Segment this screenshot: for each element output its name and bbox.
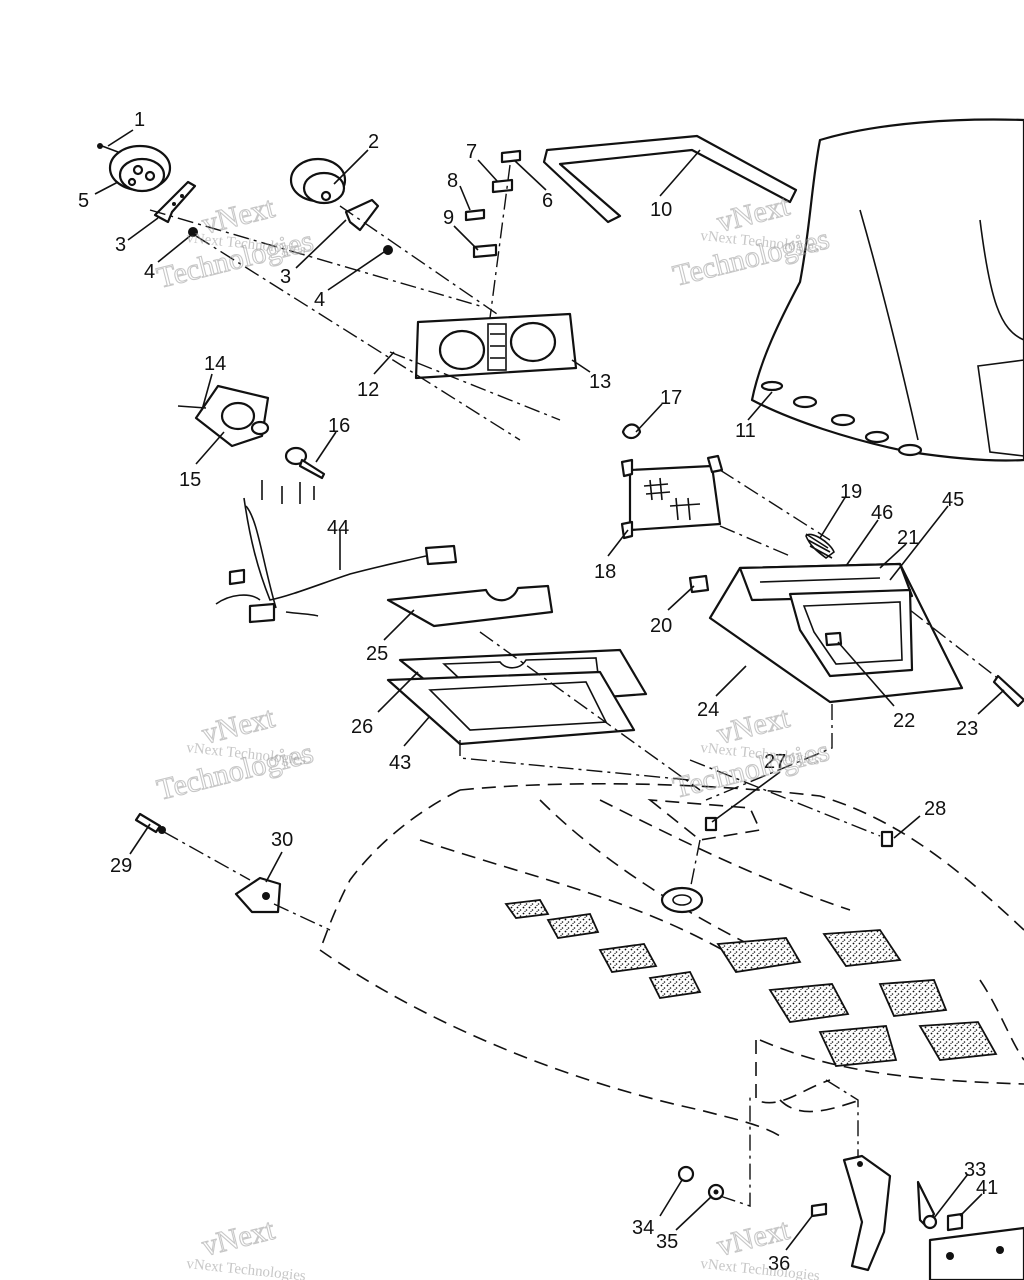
watermark-mid-left: vNext vNext Technologies Technologies bbox=[153, 700, 317, 807]
mount-bracket bbox=[234, 876, 282, 914]
foam-pad bbox=[386, 584, 554, 628]
callout-27: 27 bbox=[764, 751, 786, 773]
callout-35: 35 bbox=[656, 1231, 678, 1253]
callout-9: 9 bbox=[443, 207, 454, 229]
callout-2: 2 bbox=[368, 131, 379, 153]
callout-5: 5 bbox=[78, 190, 89, 212]
callout-26: 26 bbox=[351, 716, 373, 738]
callout-36: 36 bbox=[768, 1253, 790, 1275]
svg-text:vNext: vNext bbox=[199, 1213, 279, 1263]
callout-12: 12 bbox=[357, 379, 379, 401]
gasket bbox=[386, 670, 636, 746]
ignition-switch bbox=[177, 384, 326, 480]
callout-8: 8 bbox=[447, 170, 458, 192]
screw-28 bbox=[880, 830, 894, 848]
callout-16: 16 bbox=[328, 415, 350, 437]
callout-28: 28 bbox=[924, 798, 946, 820]
instrument-panel bbox=[414, 312, 578, 380]
callout-18: 18 bbox=[594, 561, 616, 583]
callout-45: 45 bbox=[942, 489, 964, 511]
svg-text:vNext Technologies: vNext Technologies bbox=[700, 1256, 821, 1280]
callout-23: 23 bbox=[956, 718, 978, 740]
callout-10: 10 bbox=[650, 199, 672, 221]
knob bbox=[621, 423, 642, 440]
callout-46: 46 bbox=[871, 502, 893, 524]
watermark-bottom-right: vNext vNext Technologies bbox=[700, 1212, 821, 1280]
callout-41: 41 bbox=[976, 1177, 998, 1199]
callout-4-right: 4 bbox=[314, 289, 325, 311]
headlight-housing bbox=[708, 562, 964, 704]
gauge-bracket-left bbox=[153, 180, 198, 237]
callout-7: 7 bbox=[466, 141, 477, 163]
callout-24: 24 bbox=[697, 699, 719, 721]
callout-17: 17 bbox=[660, 387, 682, 409]
windshield-brace bbox=[542, 134, 798, 224]
clips bbox=[464, 149, 522, 319]
callout-14: 14 bbox=[204, 353, 226, 375]
gauge-left bbox=[97, 143, 172, 193]
callout-20: 20 bbox=[650, 615, 672, 637]
callout-3-left: 3 bbox=[115, 234, 126, 256]
callout-19: 19 bbox=[840, 481, 862, 503]
callout-4-left: 4 bbox=[144, 261, 155, 283]
hood bbox=[319, 782, 1024, 1137]
bolt bbox=[992, 674, 1024, 708]
svg-text:vNext Technologies: vNext Technologies bbox=[186, 1256, 307, 1280]
callout-33: 33 bbox=[964, 1159, 986, 1181]
callout-6: 6 bbox=[542, 190, 553, 212]
callout-13: 13 bbox=[589, 371, 611, 393]
callout-3-right: 3 bbox=[280, 266, 291, 288]
callout-labels: 1 2 3 3 4 4 5 6 7 8 9 10 11 12 13 14 15 … bbox=[78, 109, 998, 1275]
windshield bbox=[750, 118, 1024, 462]
callout-44: 44 bbox=[327, 517, 349, 539]
screw-29 bbox=[134, 812, 166, 834]
bottom-hardware bbox=[677, 1154, 1024, 1280]
assembly-lines bbox=[149, 205, 1001, 1207]
callout-1: 1 bbox=[134, 109, 145, 131]
wiring-harness bbox=[215, 480, 458, 624]
spring bbox=[805, 533, 835, 560]
callout-22: 22 bbox=[893, 710, 915, 732]
callout-29: 29 bbox=[110, 855, 132, 877]
callout-21: 21 bbox=[897, 527, 919, 549]
callout-11: 11 bbox=[735, 420, 756, 442]
leader-lines bbox=[94, 129, 1005, 1251]
watermark-bottom-left: vNext vNext Technologies bbox=[186, 1212, 307, 1280]
callout-15: 15 bbox=[179, 469, 201, 491]
headlight-lens bbox=[620, 454, 724, 540]
callout-30: 30 bbox=[271, 829, 293, 851]
callout-25: 25 bbox=[366, 643, 388, 665]
callout-43: 43 bbox=[389, 752, 411, 774]
gauge-right bbox=[289, 157, 393, 255]
clip bbox=[688, 574, 710, 594]
callout-34: 34 bbox=[632, 1217, 654, 1239]
